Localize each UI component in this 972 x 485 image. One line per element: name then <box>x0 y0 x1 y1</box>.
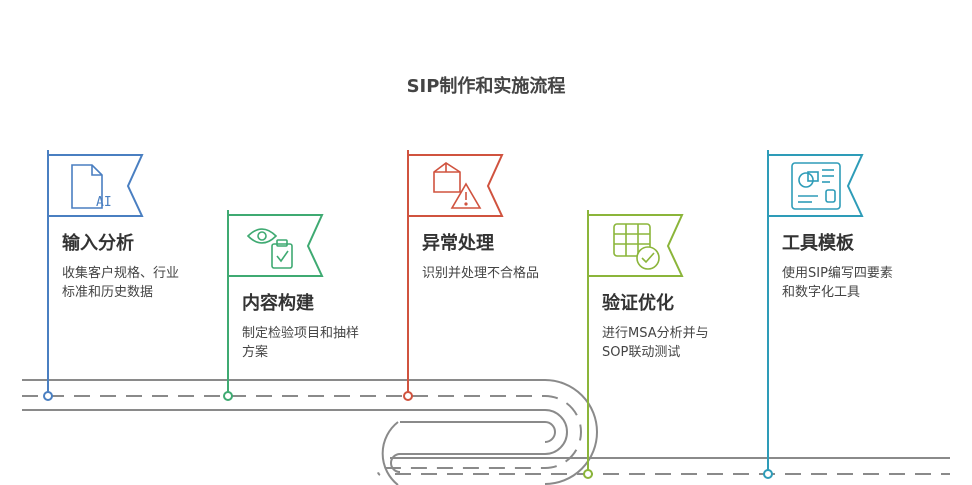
step-2-desc: 制定检验项目和抽样方案 <box>242 326 360 360</box>
step-1-desc: 收集客户规格、行业标准和历史数据 <box>62 266 180 300</box>
box-warning-icon <box>433 162 482 209</box>
road-dash-1 <box>22 395 582 476</box>
svg-text:AI: AI <box>96 195 112 210</box>
step-1-title: 输入分析 <box>62 233 134 254</box>
step-5-title: 工具模板 <box>782 233 854 254</box>
step-3-desc: 识别并处理不合格品 <box>422 266 540 281</box>
step-5-desc: 使用SIP编写四要素和数字化工具 <box>782 266 893 300</box>
step-2-flag <box>223 210 324 401</box>
step-4-title: 验证优化 <box>602 293 674 314</box>
step-3-title: 异常处理 <box>422 233 494 254</box>
step-3-flag <box>403 150 504 401</box>
step-5-flag <box>763 150 864 479</box>
step-2-title: 内容构建 <box>242 293 314 314</box>
ai-file-icon: AI <box>71 164 112 210</box>
diagram-title: SIP制作和实施流程 <box>406 76 566 97</box>
road-edge-mid-upper <box>22 409 568 473</box>
table-check-icon <box>613 223 660 270</box>
road-edge-inner <box>400 421 556 443</box>
road-edge-top <box>22 379 598 485</box>
step-4-flag <box>583 210 684 479</box>
eye-clipboard-icon <box>246 228 293 269</box>
step-1-flag: AI <box>43 150 144 401</box>
road-edge-left-loop <box>381 421 399 485</box>
template-icon <box>791 162 841 210</box>
